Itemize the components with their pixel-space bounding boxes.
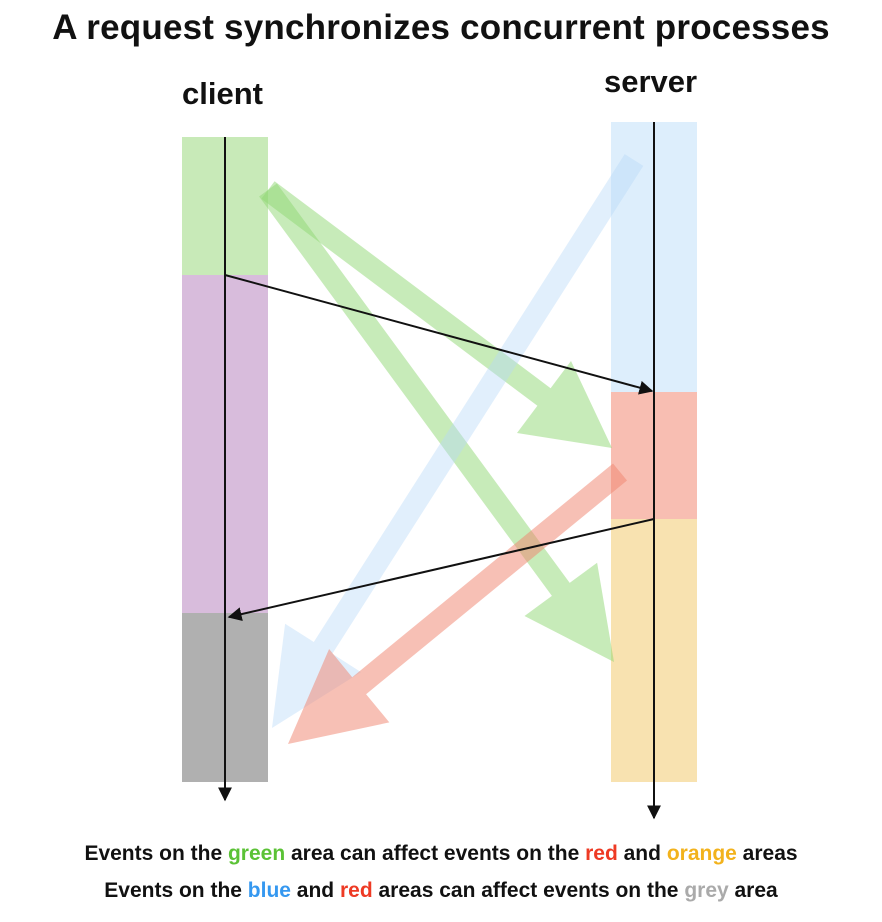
- caption-1-orange-word: orange: [666, 842, 737, 865]
- server-label: server: [604, 64, 698, 99]
- caption-1-red-word: red: [585, 842, 618, 865]
- request-message-arrow: [224, 274, 654, 395]
- caption-2-blue-word: blue: [247, 879, 291, 902]
- caption-1-text-b: area can affect events on the: [285, 842, 586, 865]
- caption-2-text-d: area: [728, 879, 778, 902]
- client-label: client: [182, 76, 263, 111]
- caption-2-text-b: and: [290, 879, 340, 902]
- caption-2-red-word: red: [339, 879, 373, 902]
- diagram-title: A request synchronizes concurrent proces…: [52, 8, 830, 47]
- caption-1-green-word: green: [227, 842, 286, 865]
- green-to-red-influence-arrow: [261, 181, 612, 448]
- caption-2-text-a: Events on the: [104, 879, 248, 902]
- caption-2-grey-word: grey: [684, 879, 729, 902]
- caption-line-2: Events on the blue and red areas can aff…: [0, 879, 882, 903]
- caption-1-text-c: and: [617, 842, 667, 865]
- caption-line-1: Events on the green area can affect even…: [0, 842, 882, 866]
- caption-1-text-a: Events on the: [84, 842, 228, 865]
- red-to-grey-influence-arrow: [288, 463, 627, 744]
- blue-to-grey-influence-arrow: [272, 154, 644, 729]
- caption-2-text-c: areas can affect events on the: [372, 879, 685, 902]
- caption-1-text-d: areas: [736, 842, 798, 865]
- response-message-arrow: [227, 518, 655, 621]
